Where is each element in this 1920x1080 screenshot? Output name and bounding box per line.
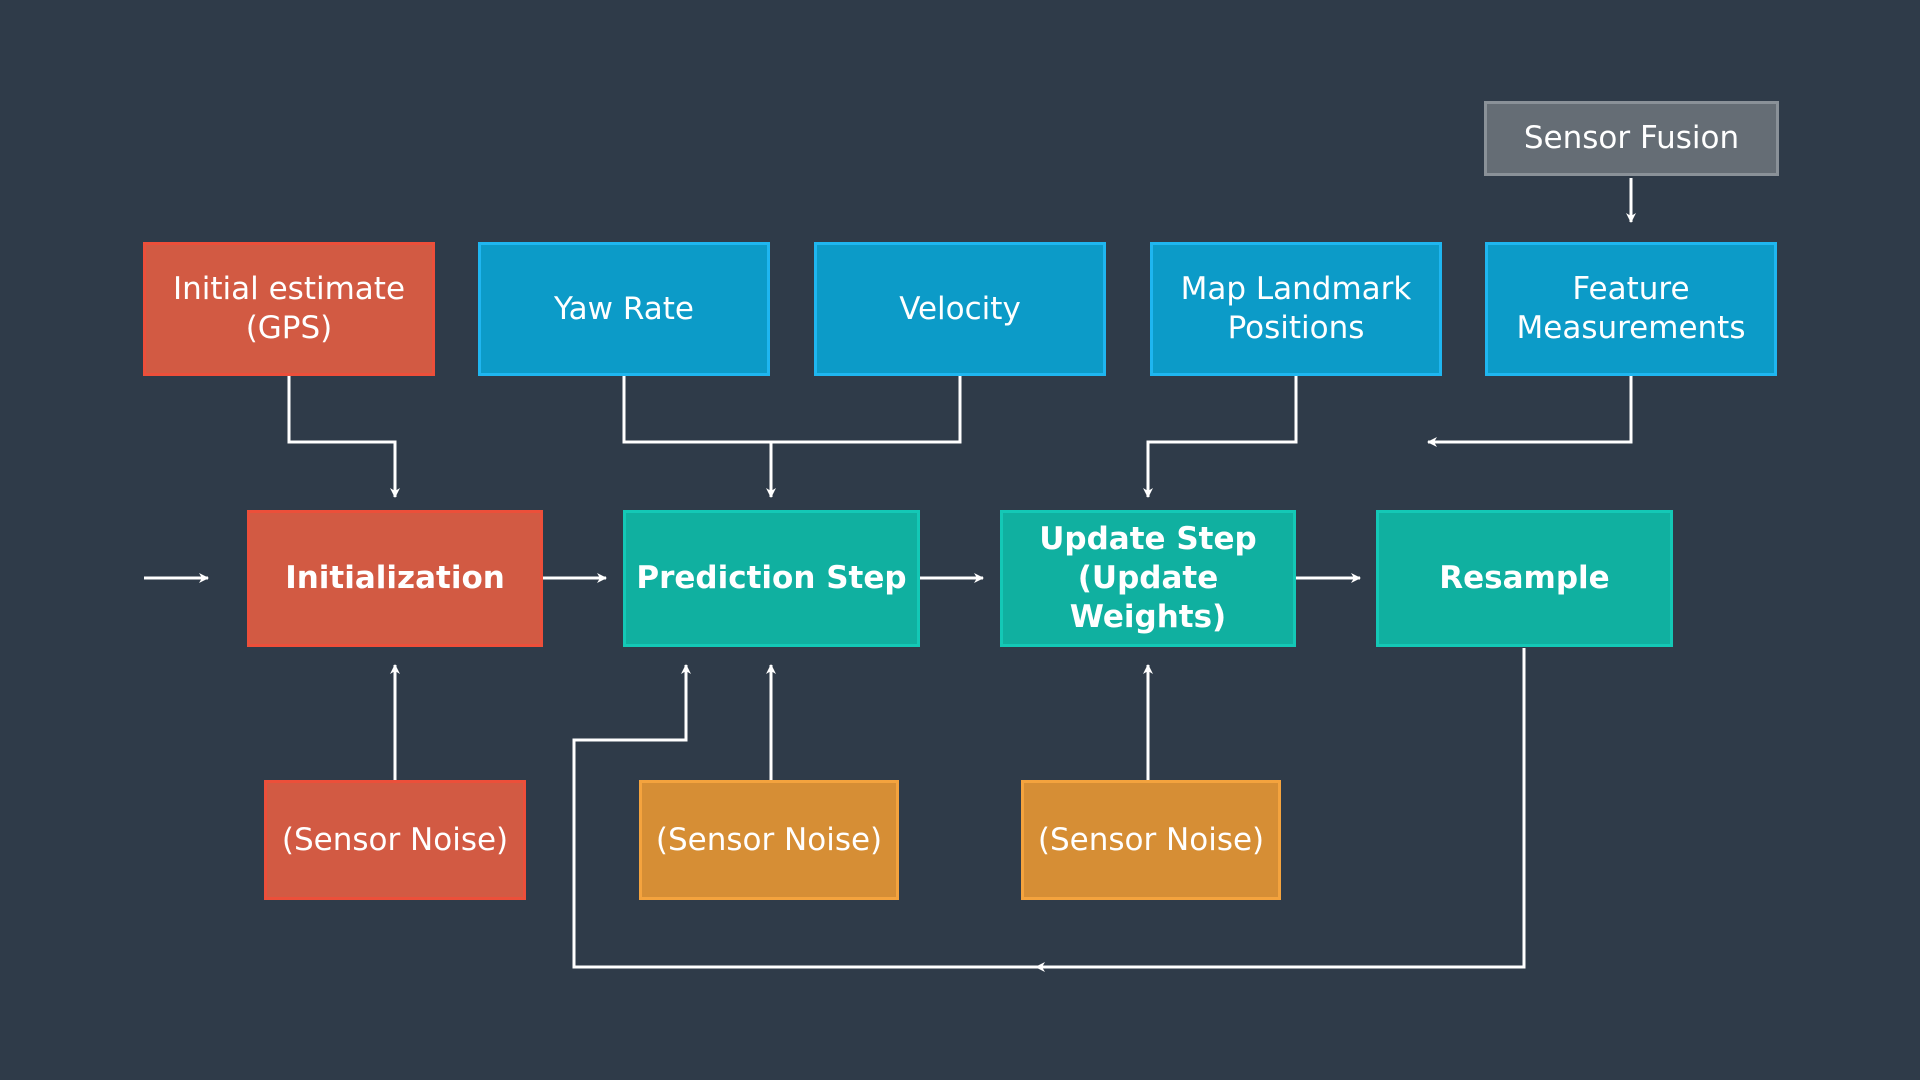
velocity-box: Velocity [814, 242, 1106, 376]
initialization-box: Initialization [247, 510, 543, 647]
map-landmark-positions-box: Map Landmark Positions [1150, 242, 1442, 376]
sensor-noise-update-box: (Sensor Noise) [1021, 780, 1281, 900]
sensor-noise-prediction-box: (Sensor Noise) [639, 780, 899, 900]
initial-estimate-box: Initial estimate (GPS) [143, 242, 435, 376]
sensor-noise-initialization-box: (Sensor Noise) [264, 780, 526, 900]
prediction-step-box: Prediction Step [623, 510, 920, 647]
line-resample-loop [572, 648, 1526, 969]
resample-box: Resample [1376, 510, 1673, 647]
line-feature [1430, 376, 1633, 444]
arrow-landmark-to-update [1143, 376, 1298, 498]
arrow-estimate-to-init [287, 376, 400, 498]
line-yaw-rate [622, 376, 962, 444]
yaw-rate-box: Yaw Rate [478, 242, 770, 376]
feature-measurements-box: Feature Measurements [1485, 242, 1777, 376]
sensor-fusion-box: Sensor Fusion [1484, 101, 1779, 176]
update-step-box: Update Step (Update Weights) [1000, 510, 1296, 647]
